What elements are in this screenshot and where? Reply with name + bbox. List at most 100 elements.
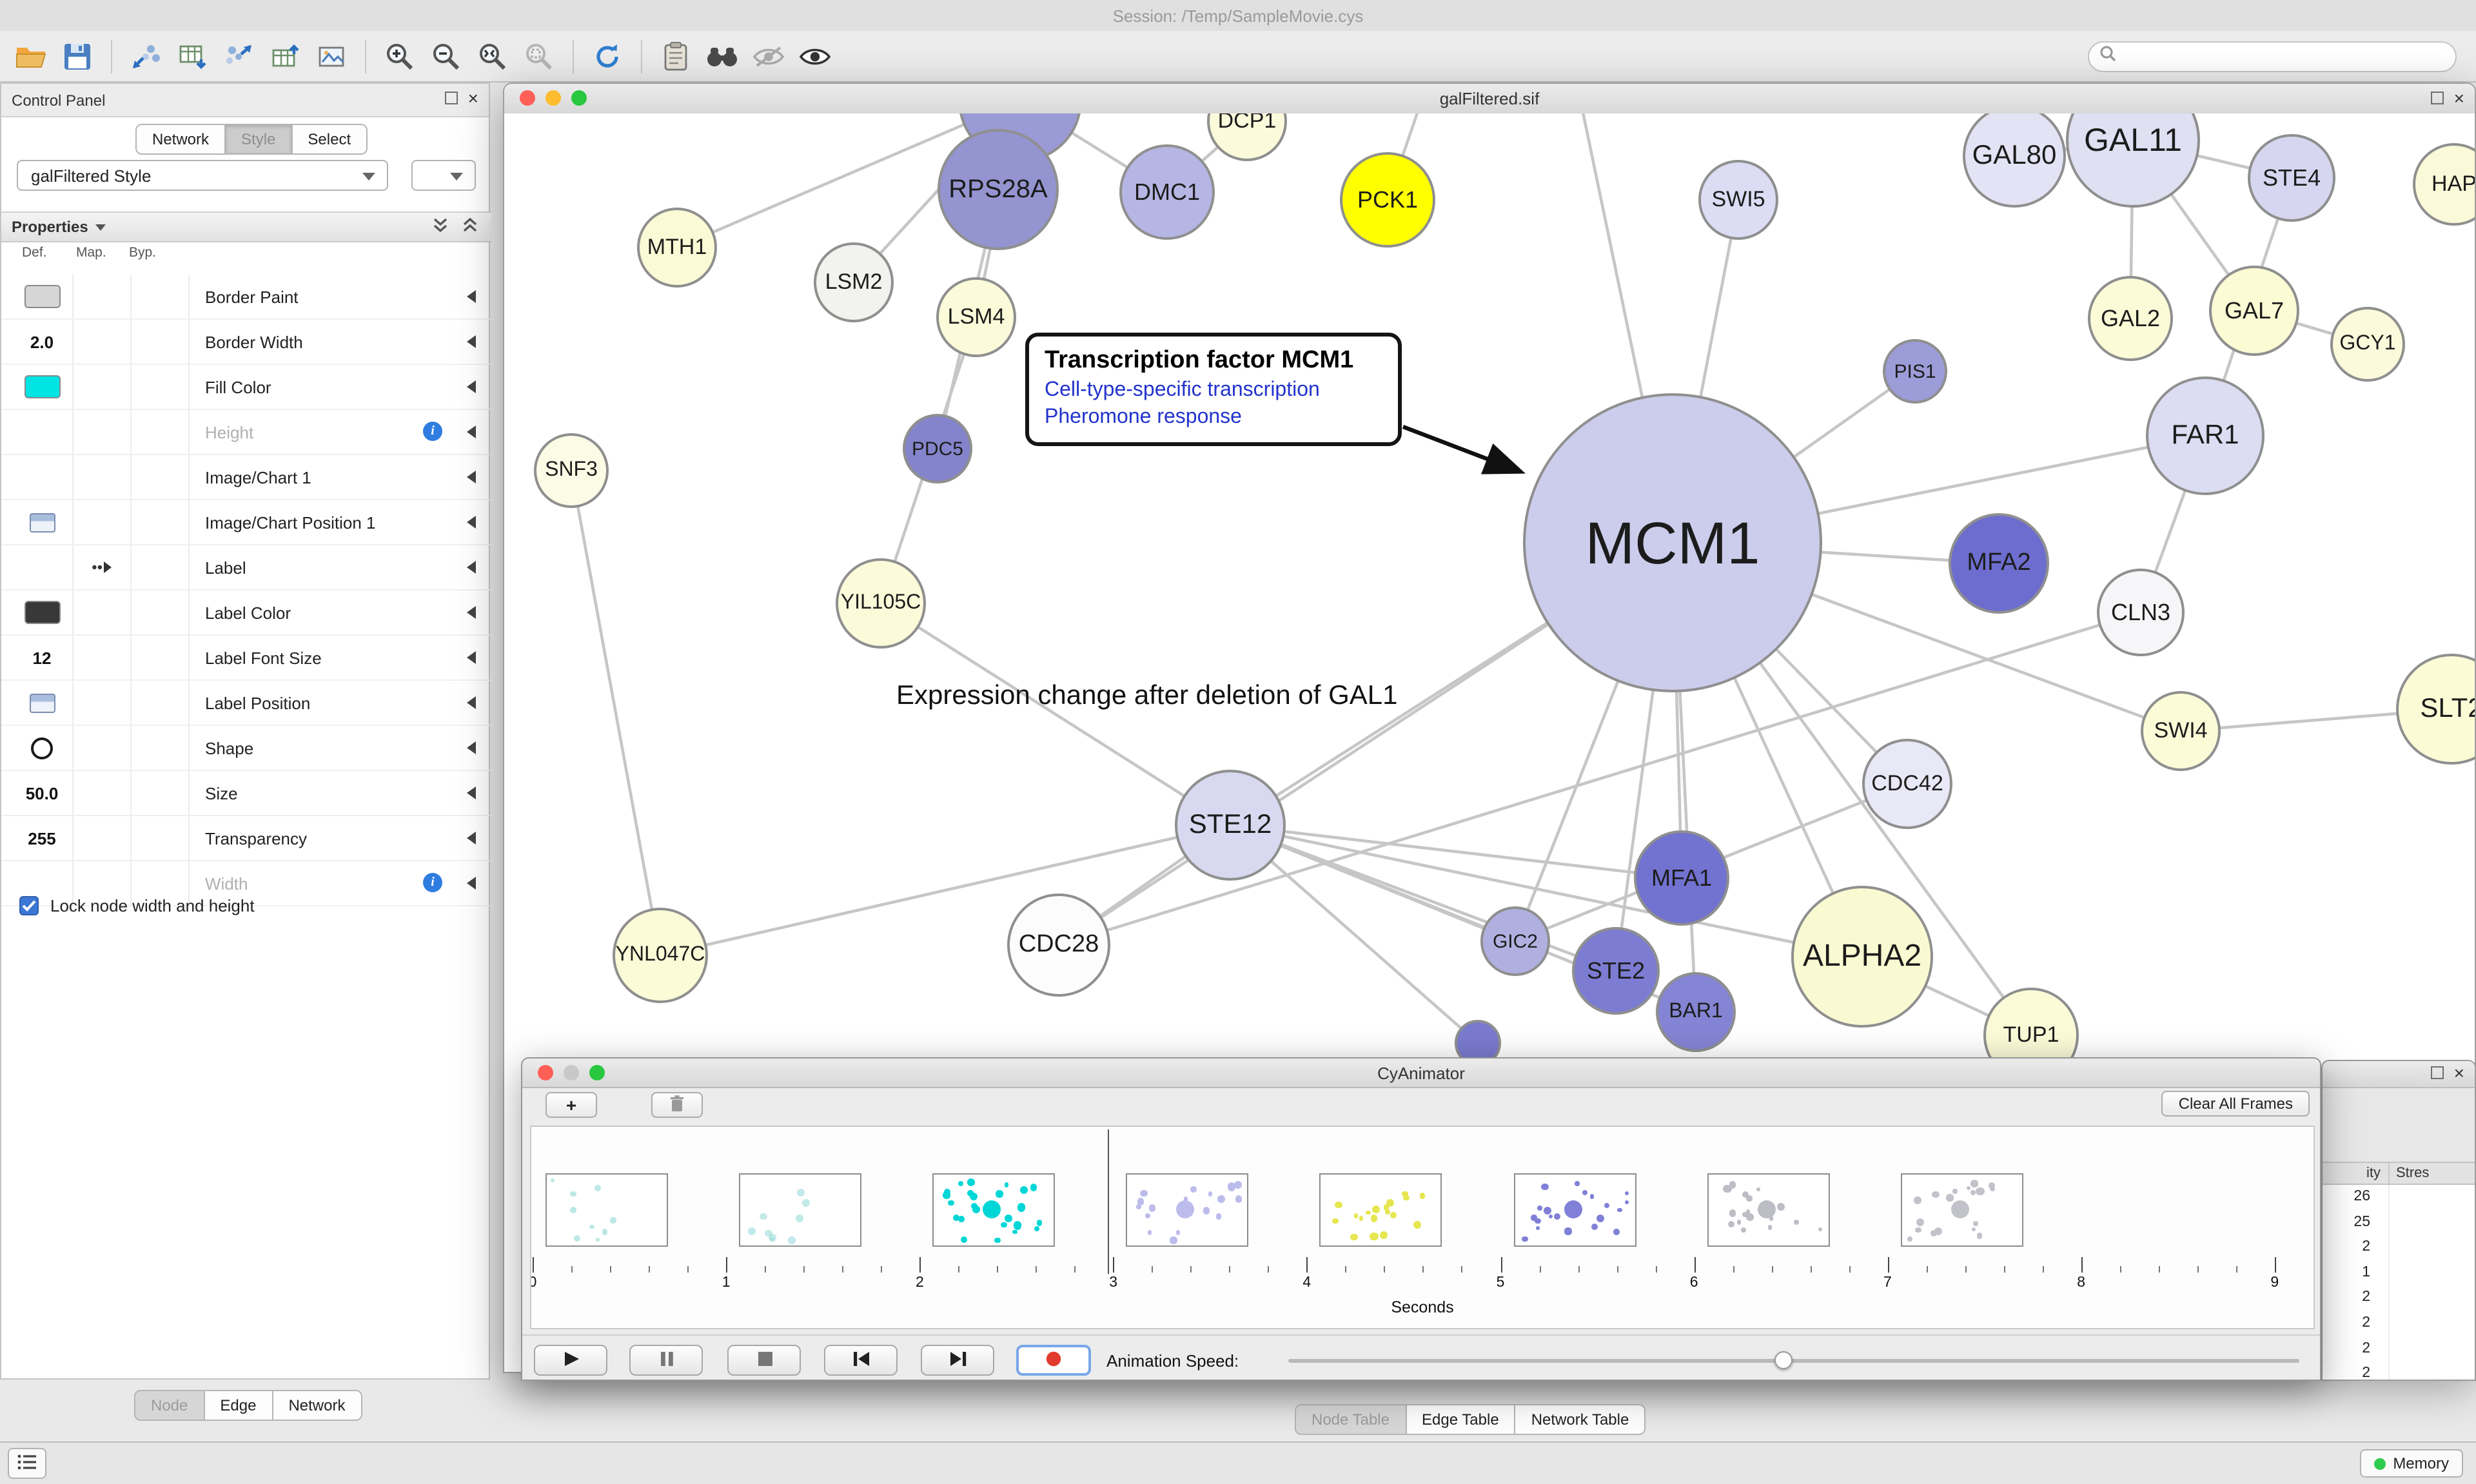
show-all-button[interactable] xyxy=(792,35,838,77)
mapping-cell[interactable] xyxy=(72,500,132,544)
bypass-cell[interactable] xyxy=(130,861,190,905)
zoom-fit-button[interactable] xyxy=(469,35,516,77)
network-node-cdc42[interactable]: CDC42 xyxy=(1862,739,1952,829)
frame-thumbnail[interactable] xyxy=(1126,1173,1249,1247)
refresh-layout-button[interactable] xyxy=(584,35,631,77)
property-row[interactable]: Label Color xyxy=(1,591,491,636)
zoom-out-button[interactable] xyxy=(423,35,469,77)
default-value-cell[interactable] xyxy=(12,861,74,905)
mapping-cell[interactable] xyxy=(72,320,132,364)
network-node-swi4[interactable]: SWI4 xyxy=(2141,691,2221,771)
first-frame-button[interactable] xyxy=(824,1345,898,1376)
mapping-cell[interactable] xyxy=(72,636,132,679)
network-node-rps28a[interactable]: RPS28A xyxy=(938,129,1059,250)
tab-node-table[interactable]: Node Table xyxy=(1295,1404,1406,1435)
table-panel-titlebar[interactable]: × xyxy=(2323,1061,2475,1088)
frame-thumbnail[interactable] xyxy=(1900,1173,2023,1247)
mapping-cell[interactable] xyxy=(72,771,132,815)
network-node-cdc28[interactable]: CDC28 xyxy=(1007,893,1110,997)
network-node-pis1[interactable]: PIS1 xyxy=(1883,339,1947,404)
close-icon[interactable]: × xyxy=(2453,88,2464,108)
bypass-cell[interactable] xyxy=(130,275,190,318)
network-node-lsm2[interactable]: LSM2 xyxy=(814,242,894,322)
stop-button[interactable] xyxy=(727,1345,801,1376)
lock-size-row[interactable]: Lock node width and height xyxy=(19,896,255,915)
clear-all-frames-button[interactable]: Clear All Frames xyxy=(2161,1091,2310,1117)
search-box[interactable] xyxy=(2088,41,2457,72)
network-window-titlebar[interactable]: galFiltered.sif × xyxy=(504,84,2475,115)
bypass-cell[interactable] xyxy=(130,410,190,454)
default-value-cell[interactable] xyxy=(12,545,74,589)
add-frame-button[interactable]: + xyxy=(545,1092,597,1118)
tab-select[interactable]: Select xyxy=(292,124,368,155)
slider-thumb[interactable] xyxy=(1774,1351,1793,1369)
save-session-button[interactable] xyxy=(54,35,101,77)
bypass-cell[interactable] xyxy=(130,771,190,815)
float-window-icon[interactable] xyxy=(2430,92,2444,104)
search-input[interactable] xyxy=(2124,46,2445,67)
network-node-dmc1[interactable]: DMC1 xyxy=(1119,144,1215,240)
tab-network[interactable]: Network xyxy=(135,124,226,155)
table-row[interactable]: 2 xyxy=(2323,1285,2475,1311)
zoom-selected-button[interactable] xyxy=(516,35,562,77)
tab-edge[interactable]: Edge xyxy=(204,1390,273,1421)
expand-arrow-icon[interactable] xyxy=(467,877,476,890)
playhead[interactable] xyxy=(1107,1129,1109,1274)
column-header[interactable]: Stres xyxy=(2396,1166,2430,1181)
cyanimator-titlebar[interactable]: CyAnimator xyxy=(522,1059,2320,1088)
network-node-yil105c[interactable]: YIL105C xyxy=(836,558,926,649)
network-node-gic2[interactable]: GIC2 xyxy=(1480,906,1550,976)
properties-header[interactable]: Properties xyxy=(1,211,491,242)
zoom-in-button[interactable] xyxy=(377,35,423,77)
network-node-snf3[interactable]: SNF3 xyxy=(534,433,609,508)
default-value-cell[interactable] xyxy=(12,275,74,318)
bypass-cell[interactable] xyxy=(130,681,190,725)
frame-thumbnail[interactable] xyxy=(932,1173,1056,1247)
annotation-link[interactable]: Pheromone response xyxy=(1045,406,1242,428)
property-row[interactable]: Label xyxy=(1,545,491,591)
default-value-cell[interactable] xyxy=(12,726,74,770)
tab-network-table[interactable]: Network Table xyxy=(1515,1404,1646,1435)
table-row[interactable]: 2 xyxy=(2323,1235,2475,1261)
network-node-ynl047c[interactable]: YNL047C xyxy=(613,908,708,1003)
default-value-cell[interactable] xyxy=(12,591,74,634)
table-row[interactable]: 2 xyxy=(2323,1311,2475,1337)
canvas-text-annotation[interactable]: Expression change after deletion of GAL1 xyxy=(896,681,1398,710)
network-node-mfa2[interactable]: MFA2 xyxy=(1949,513,2049,614)
bypass-cell[interactable] xyxy=(130,500,190,544)
default-value-cell[interactable]: 50.0 xyxy=(12,771,74,815)
tab-node[interactable]: Node xyxy=(134,1390,205,1421)
frame-thumbnail[interactable] xyxy=(1319,1173,1442,1247)
property-row[interactable]: Image/Chart 1 xyxy=(1,455,491,500)
memory-button[interactable]: Memory xyxy=(2359,1449,2463,1478)
paste-button[interactable] xyxy=(653,35,699,77)
expand-arrow-icon[interactable] xyxy=(467,380,476,393)
expand-arrow-icon[interactable] xyxy=(467,425,476,438)
minimize-traffic-light[interactable] xyxy=(545,90,561,106)
import-table-button[interactable] xyxy=(169,35,215,77)
property-row[interactable]: Fill Color xyxy=(1,365,491,410)
bypass-cell[interactable] xyxy=(130,591,190,634)
network-node-far1[interactable]: FAR1 xyxy=(2146,376,2265,495)
network-node-mfa1[interactable]: MFA1 xyxy=(1634,830,1729,926)
color-swatch[interactable] xyxy=(24,285,60,308)
play-button[interactable] xyxy=(534,1345,607,1376)
mapping-cell[interactable] xyxy=(72,275,132,318)
default-value[interactable]: 12 xyxy=(32,648,52,667)
minimize-traffic-light[interactable] xyxy=(564,1065,579,1080)
record-button[interactable] xyxy=(1016,1345,1091,1376)
style-combo[interactable]: galFiltered Style xyxy=(17,160,388,191)
close-traffic-light[interactable] xyxy=(538,1065,553,1080)
bypass-cell[interactable] xyxy=(130,816,190,860)
ellipse-shape-icon[interactable] xyxy=(31,737,53,759)
mapping-cell[interactable] xyxy=(72,591,132,634)
default-value[interactable]: 50.0 xyxy=(25,783,59,803)
collapse-all-icon[interactable] xyxy=(432,217,449,237)
expand-all-icon[interactable] xyxy=(462,217,478,237)
bypass-cell[interactable] xyxy=(130,365,190,409)
